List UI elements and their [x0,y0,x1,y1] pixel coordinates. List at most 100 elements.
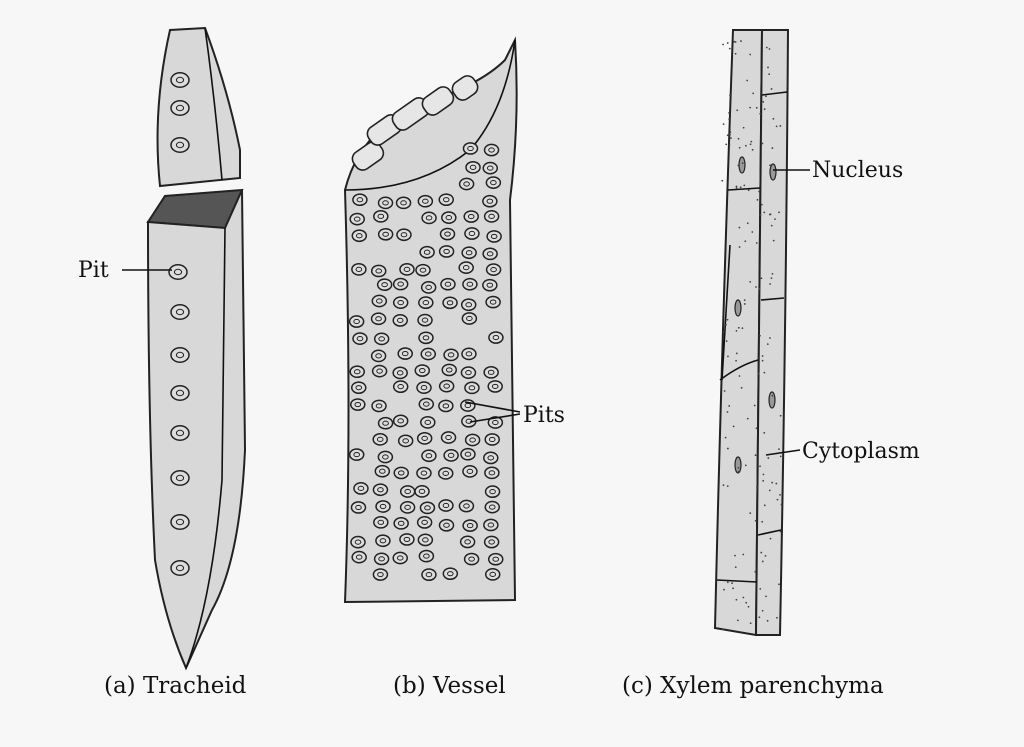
pit-aperture [420,385,428,391]
pit [348,315,365,328]
pit [352,332,368,345]
pit [417,194,434,208]
pit-aperture [422,537,429,543]
cytoplasm-dot [759,465,761,468]
cytoplasm-dot [742,596,745,599]
pit [485,263,502,276]
pit-aperture [376,368,383,374]
cytoplasm-dot [749,53,752,56]
cytoplasm-dot [749,280,752,283]
pit-aperture [397,520,405,526]
cytoplasm-dot [726,581,729,584]
cytoplasm-dot [769,283,771,285]
cytoplasm-dot [779,414,782,417]
pit-label: Pit [78,258,109,283]
pit-aperture [421,519,428,526]
pit [392,314,408,327]
pit-aperture [468,556,475,562]
pit-aperture [444,231,451,237]
nucleus [768,391,776,409]
cytoplasm-dot [744,464,747,467]
pit [483,535,500,549]
end-wall-band [351,141,385,171]
pit-aperture [357,485,365,491]
pit-aperture [466,522,474,529]
cytoplasm-dot [738,375,741,377]
pit-aperture [467,213,475,220]
pit-aperture [486,251,494,257]
pit-aperture [445,215,453,221]
pit [487,416,504,429]
pit [487,380,503,393]
pit-aperture [463,181,470,187]
cytoplasm-dot [729,94,731,97]
pit-aperture [376,436,384,442]
parenchyma-column-right [754,29,790,636]
pit-aperture [378,336,385,342]
cytoplasm-dot [744,144,747,147]
cytoplasm-dot [765,46,768,49]
pit-aperture [404,488,411,495]
pit [438,518,455,532]
pit-aperture [397,384,404,390]
cytoplasm-dot [761,609,764,612]
cytoplasm-dot [761,359,764,362]
pit [393,516,409,530]
pit [441,363,458,377]
pit [482,194,498,208]
cytoplasm-dot [728,143,731,146]
cytoplasm-dot [742,553,745,556]
pit [372,568,389,581]
pit [463,210,479,223]
pit-aperture [382,454,389,460]
pit [392,380,409,394]
cytoplasm-dot [728,47,731,50]
pit [438,245,455,258]
pit [415,263,431,277]
pit-aperture [422,401,430,407]
pit-aperture [396,317,404,324]
cytoplasm-dot [735,186,738,189]
cytoplasm-dot [778,211,780,214]
cytoplasm-dot [763,504,766,507]
pit-aperture [486,165,494,171]
pit [372,432,388,446]
cytoplasm-dot [738,246,741,248]
pit-aperture [421,317,429,323]
pit-aperture [175,474,185,482]
pit [442,296,458,310]
caption-parenchyma: (c) Xylem parenchyma [622,673,884,699]
cytoplasm-dot [779,125,782,127]
pit [170,72,190,88]
pit [416,516,433,529]
pit [353,482,369,495]
cytoplasm-dot [759,214,762,217]
pit-aperture [489,571,497,577]
cytoplasm-dot [735,598,738,601]
pit [351,550,367,564]
pit [393,466,410,480]
cytoplasm-dot [764,554,767,557]
pit [416,381,432,394]
pit-aperture [446,300,454,306]
pit [484,500,501,514]
pit-aperture [445,367,453,373]
cytoplasm-dot [736,109,739,112]
pit-aperture [424,419,432,425]
cytoplasm-dot [740,386,743,389]
cytoplasm-dot [769,337,771,339]
cytoplasm-dot [752,92,755,95]
pit-aperture [421,435,428,441]
pit-aperture [487,455,495,461]
pit [350,398,366,411]
cytoplasm-dot [722,43,724,46]
cytoplasm-dot [776,616,778,619]
cytoplasm-dot [740,40,742,42]
pit-aperture [175,308,185,316]
pit-aperture [396,555,404,561]
pit-aperture [378,556,385,562]
cytoplasm-dot [737,137,740,140]
cytoplasm-dot [755,242,758,244]
cytoplasm-dot [779,530,782,533]
pit-aperture [465,250,473,256]
